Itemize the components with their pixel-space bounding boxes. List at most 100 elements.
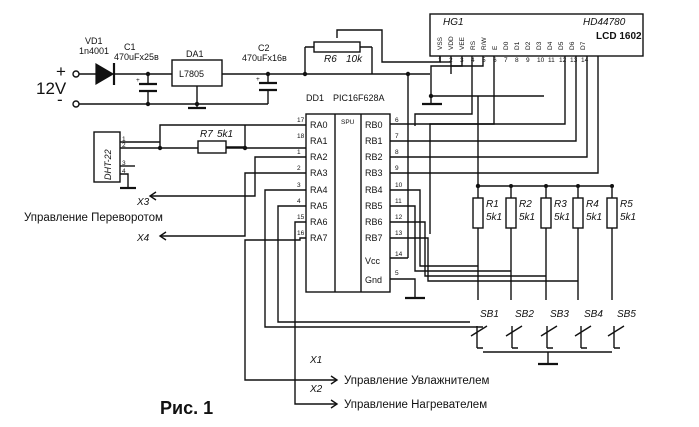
lcd-pin-name: R/W (481, 37, 488, 51)
lcd-controller: HD44780 (583, 17, 626, 28)
mcu-ref: DD1 (306, 93, 324, 103)
c2-value: 470uFx16в (242, 53, 287, 63)
supply-minus-terminal (72, 100, 80, 108)
pull-resistor-ref: R4 (586, 199, 599, 210)
button-ref: SB4 (584, 309, 603, 320)
lcd-pin-number: 8 (515, 57, 519, 64)
pull-resistor-value: 5k1 (620, 212, 636, 223)
dht-pin-number: 2 (122, 142, 126, 149)
supply-voltage-label: 12V (36, 79, 67, 98)
pull-resistor (606, 197, 618, 229)
mcu-gnd-num: 5 (395, 270, 399, 277)
r6-ref: R6 (324, 54, 337, 65)
button-ref: SB2 (515, 309, 534, 320)
mcu-pin-name: RA4 (310, 185, 328, 195)
lcd-pin-number: 11 (548, 57, 555, 64)
dht-pin-number: 3 (122, 160, 126, 167)
lcd-pin-number: 14 (581, 57, 589, 64)
r7-value: 5k1 (217, 129, 233, 140)
mcu-pin-number: 18 (297, 133, 305, 140)
c2-ref: C2 (258, 43, 270, 53)
pull-resistor-value: 5k1 (486, 212, 502, 223)
pull-resistor-ref: R3 (554, 199, 567, 210)
lcd-pin-name: D7 (580, 41, 587, 50)
lcd-pin-name: VDD (448, 36, 455, 50)
mcu-pin-number: 6 (395, 117, 399, 124)
mcu-pin-number: 7 (395, 133, 399, 140)
pull-resistor-value: 5k1 (519, 212, 535, 223)
x1-label: Управление Увлажнителем (344, 375, 489, 387)
pull-resistor (572, 197, 584, 229)
pull-resistor-value: 5k1 (554, 212, 570, 223)
mcu-part: PIC16F628A (333, 93, 385, 103)
mcu-pin-number: 2 (297, 165, 301, 172)
mcu-body (305, 113, 391, 293)
mcu-pin-number: 3 (297, 182, 301, 189)
mcu-pin-number: 4 (297, 198, 301, 205)
mcu-gnd-name: Gnd (365, 275, 382, 285)
lcd-wiring (390, 56, 599, 258)
dht22-sensor (93, 131, 121, 183)
mcu-pin-name: RB6 (365, 217, 383, 227)
svg-text:+: + (136, 77, 140, 84)
vd1-part: 1n4001 (79, 46, 109, 56)
lcd-pin-number: 13 (570, 57, 578, 64)
x4-ref: X4 (136, 233, 150, 244)
r6-value: 10k (346, 54, 363, 65)
resistor-array: R1 5k1 R2 5k1 R3 5k1 R4 5k1 R5 5k1 (472, 184, 636, 300)
x3-ref: X3 (136, 197, 150, 208)
lcd-pin-number: 7 (504, 57, 508, 64)
mcu-pin-number: 13 (395, 230, 403, 237)
mcu-spu-label: SPU (341, 119, 355, 126)
lcd-pin-number: 5 (482, 57, 486, 64)
mcu-pin-number: 15 (297, 214, 305, 221)
output-lines: X3 Управление Переворотом X4 X1 Управлен… (24, 156, 489, 411)
mcu-pin-number: 17 (297, 117, 305, 124)
lcd-pin-name: D3 (536, 41, 543, 50)
mcu-pin-number: 16 (297, 230, 305, 237)
mcu-vcc-name: Vcc (365, 256, 381, 266)
mcu-pin-name: RB5 (365, 201, 383, 211)
mcu-pin-number: 1 (297, 149, 301, 156)
vd1-ref: VD1 (85, 36, 103, 46)
push-button (540, 325, 558, 349)
c1-value: 470uFx25в (114, 52, 159, 62)
supply-minus-sign: - (57, 90, 63, 109)
mcu-pin-name: RB2 (365, 152, 383, 162)
figure-caption: Рис. 1 (160, 398, 213, 418)
mcu-pin-name: RA7 (310, 233, 328, 243)
lcd-pin-name: D1 (514, 41, 521, 50)
mcu-pin-name: RA6 (310, 217, 328, 227)
dht-pin-number: 4 (122, 168, 126, 175)
lcd-pin-name: D4 (547, 41, 554, 50)
lcd-module: HG1 HD44780 LCD 1602 VSS1VDD2VEE3RS4R/W5… (429, 13, 644, 64)
mcu-pin-number: 9 (395, 165, 399, 172)
lcd-pin-name: D0 (503, 41, 510, 50)
mcu-pin-name: RA5 (310, 201, 328, 211)
lcd-pin-name: D5 (558, 41, 565, 50)
dht-pin-number: 1 (122, 136, 126, 143)
pull-resistor-ref: R1 (486, 199, 499, 210)
mcu-pin-number: 12 (395, 214, 403, 221)
pull-resistor-ref: R2 (519, 199, 532, 210)
mcu-pin-name: RB0 (365, 120, 383, 130)
pull-resistor-ref: R5 (620, 199, 633, 210)
mcu-pin-name: RB1 (365, 136, 383, 146)
button-ref: SB5 (617, 309, 636, 320)
c1-ref: C1 (124, 42, 136, 52)
lcd-ref: HG1 (443, 17, 464, 28)
pull-resistor-value: 5k1 (586, 212, 602, 223)
x3-label: Управление Переворотом (24, 212, 163, 224)
da1-ref: DA1 (186, 49, 204, 59)
mcu-pin-number: 10 (395, 182, 403, 189)
x2-label: Управление Нагревателем (344, 399, 487, 411)
supply-plus-sign: + (56, 62, 66, 81)
mcu-pin-name: RA3 (310, 168, 328, 178)
lcd-pin-number: 10 (537, 57, 545, 64)
